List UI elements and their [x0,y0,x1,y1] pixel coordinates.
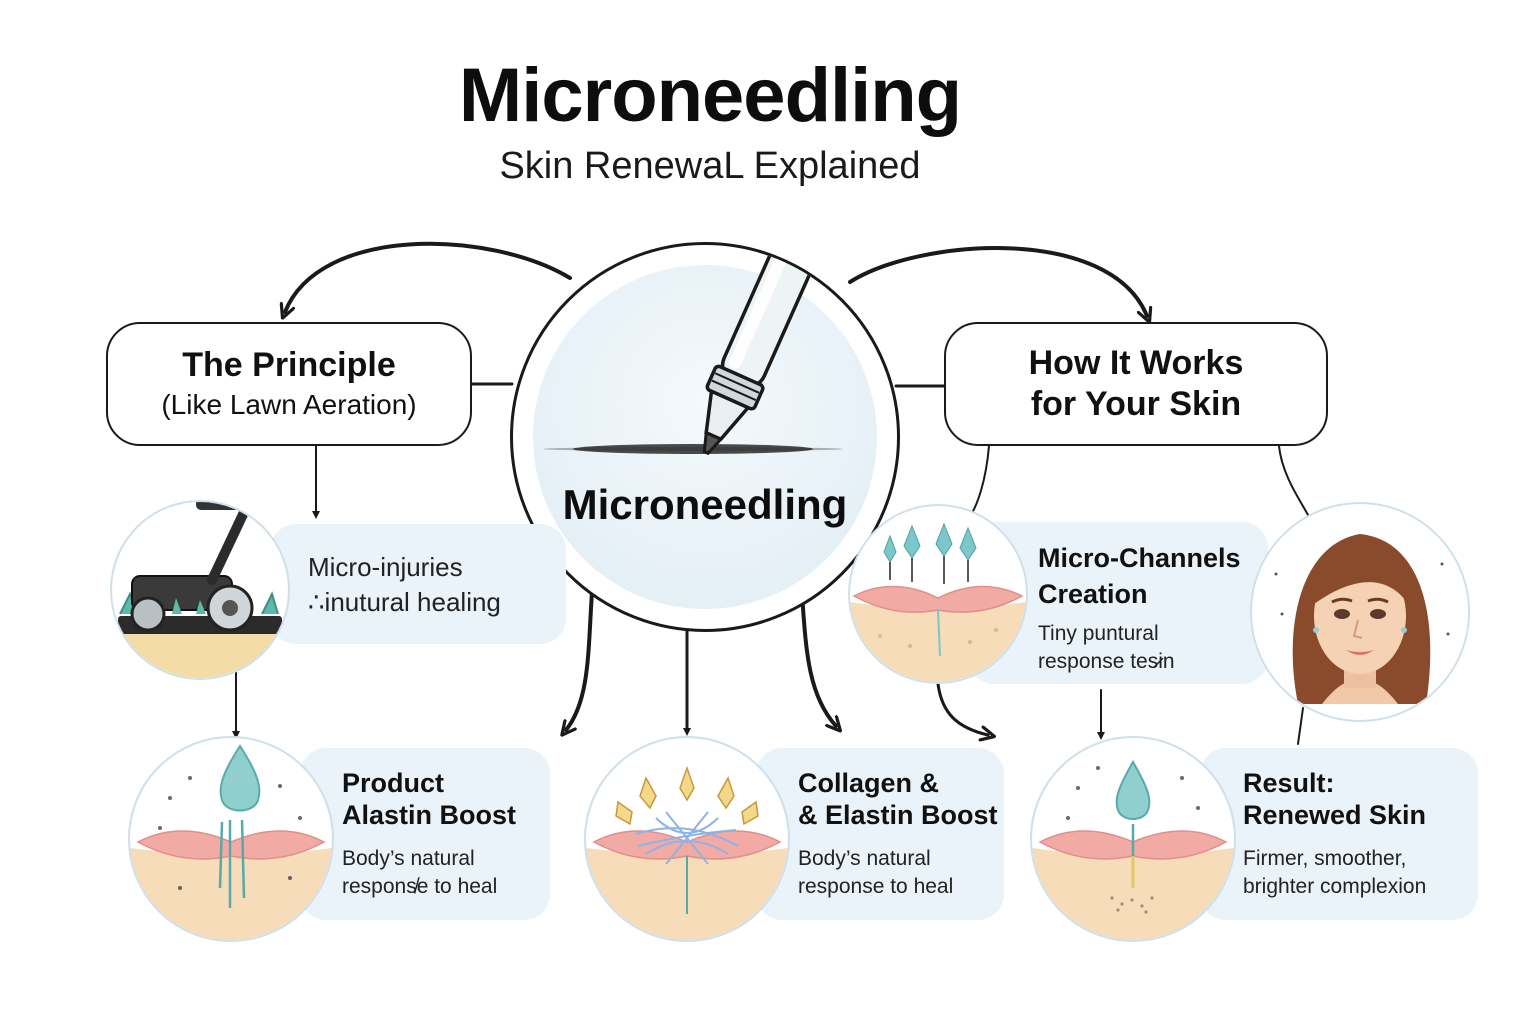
renewed-skin-icon [1032,759,1234,940]
collagen-text-line2: response to heal [798,875,954,898]
product-card [300,748,550,920]
principle-subtitle: (Like Lawn Aeration) [161,388,417,420]
how-it-works-box: How It Works for Your Skin [944,322,1328,446]
principle-box: The Principle (Like Lawn Aeration) [106,322,472,446]
how-title-line2: for Your Skin [1030,385,1242,423]
how-title-line1: How It Works [1028,344,1244,382]
product-title-line1: Product [342,768,445,798]
result-text-line2: brighter complexion [1243,875,1427,898]
channels-text-line1: Tiny puntural [1038,622,1159,645]
principle-card [270,524,566,644]
principle-card-line1: Micro-injuries [308,552,463,582]
channels-title-line1: Micro-Channels [1038,543,1241,573]
collagen-text-line1: Body’s natural [798,847,931,870]
channels-title-line2: Creation [1038,579,1148,609]
product-text-line1: Body’s natural [342,847,475,870]
microneedling-pen-icon [543,245,843,456]
microneedling-hub: Microneedling [510,242,900,632]
collagen-fibers-icon [586,765,788,940]
page-subtitle: Skin RenewaL Explained [499,145,921,187]
skin-needles-icon [850,522,1026,682]
product-title-line2: Alastin Boost [342,800,517,830]
principle-title: The Principle [182,345,396,384]
face-illustration [1250,502,1470,722]
principle-card-line2: ∴inutural healing [308,587,501,617]
lawn-aerator-icon [112,502,288,678]
lawn-aerator-illustration [110,500,290,680]
result-illustration [1030,736,1236,942]
result-text-line1: Firmer, smoother, [1243,847,1407,870]
page-title: Microneedling [458,53,962,138]
collagen-illustration [584,736,790,942]
serum-drop-icon [130,744,332,940]
product-illustration [128,736,334,942]
result-title-line1: Result: [1243,768,1335,798]
collagen-card [756,748,1004,920]
channels-text-line2: response tes̷in [1038,650,1175,673]
hub-label: Microneedling [562,481,848,528]
woman-face-icon [1274,534,1450,704]
result-title-line2: Renewed Skin [1243,800,1427,830]
product-text-line2: respons̸e to heal [342,875,498,898]
result-card [1200,748,1478,920]
micro-channels-illustration [848,504,1028,684]
collagen-title-line1: Collagen & [798,768,940,798]
collagen-title-line2: & Elastin Boost [798,800,998,830]
